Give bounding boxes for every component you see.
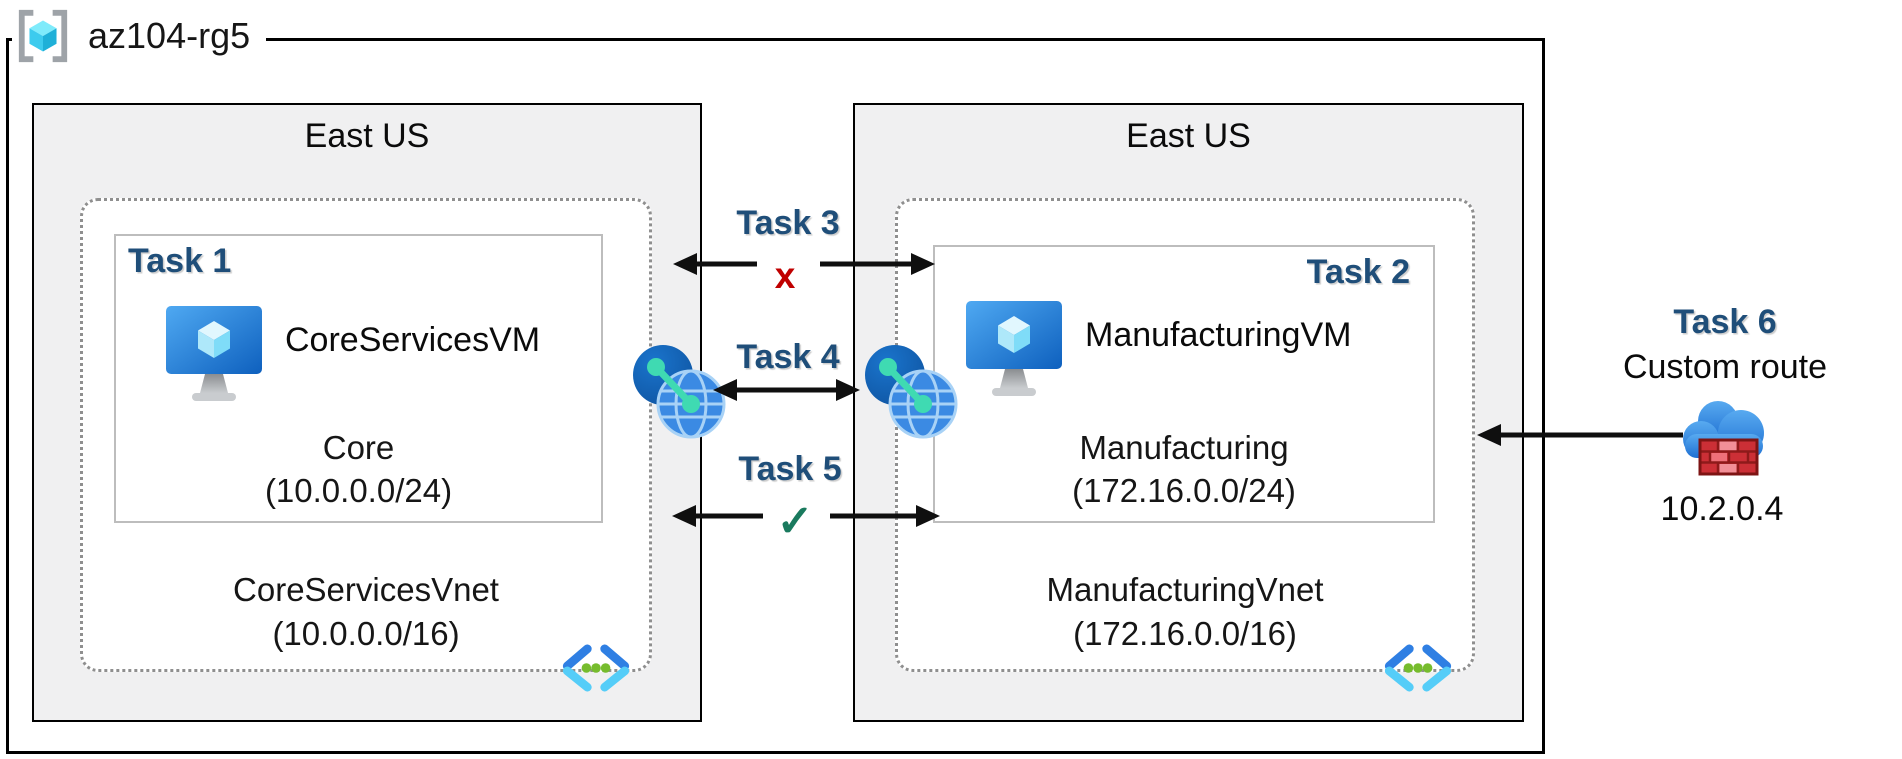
task4-arrow bbox=[713, 379, 860, 401]
subnet-cidr-left: (10.0.0.0/24) bbox=[264, 472, 453, 509]
cloud-firewall-icon bbox=[1683, 401, 1764, 476]
task4-label: Task 4 bbox=[736, 338, 840, 376]
resource-group-header: az104-rg5 bbox=[12, 4, 267, 68]
virtual-network-icon bbox=[562, 644, 630, 692]
resource-group-name: az104-rg5 bbox=[88, 15, 251, 56]
task5-label: Task 5 bbox=[738, 450, 842, 488]
vm-name-right: ManufacturingVM bbox=[1085, 316, 1352, 354]
subnet-name-left: Core bbox=[322, 429, 395, 466]
resource-group-box bbox=[6, 38, 1545, 754]
region-title-left: East US bbox=[304, 117, 430, 155]
blocked-x-marker: x bbox=[774, 255, 796, 296]
virtual-network-icon bbox=[1384, 644, 1452, 692]
vm-name-left: CoreServicesVM bbox=[285, 321, 541, 359]
task6-label: Task 6 bbox=[1673, 303, 1777, 341]
subnet-box-core bbox=[114, 234, 603, 523]
vnet-cidr-right: (172.16.0.0/16) bbox=[1073, 615, 1297, 652]
vnet-peering-icon bbox=[865, 345, 958, 439]
region-title-right: East US bbox=[1126, 117, 1251, 155]
custom-route-ip: 10.2.0.4 bbox=[1660, 490, 1784, 528]
task6-arrow bbox=[1477, 424, 1683, 446]
custom-route-title: Custom route bbox=[1622, 348, 1828, 386]
task5-arrow bbox=[672, 505, 940, 527]
allowed-check-marker: ✓ bbox=[776, 497, 814, 546]
task2-label: Task 2 bbox=[1306, 253, 1410, 291]
vnet-peering-icon bbox=[633, 345, 726, 439]
vnet-name-left: CoreServicesVnet bbox=[233, 571, 499, 608]
subnet-name-right: Manufacturing bbox=[1079, 429, 1289, 466]
virtual-machine-icon bbox=[166, 306, 262, 401]
task3-arrow bbox=[673, 253, 935, 275]
virtual-machine-icon bbox=[966, 301, 1062, 396]
resource-group-icon bbox=[18, 9, 68, 63]
vnet-cidr-left: (10.0.0.0/16) bbox=[272, 615, 460, 652]
task3-label: Task 3 bbox=[736, 204, 840, 242]
vnet-name-right: ManufacturingVnet bbox=[1046, 571, 1324, 608]
task1-label: Task 1 bbox=[128, 242, 232, 280]
subnet-cidr-right: (172.16.0.0/24) bbox=[1072, 472, 1296, 509]
